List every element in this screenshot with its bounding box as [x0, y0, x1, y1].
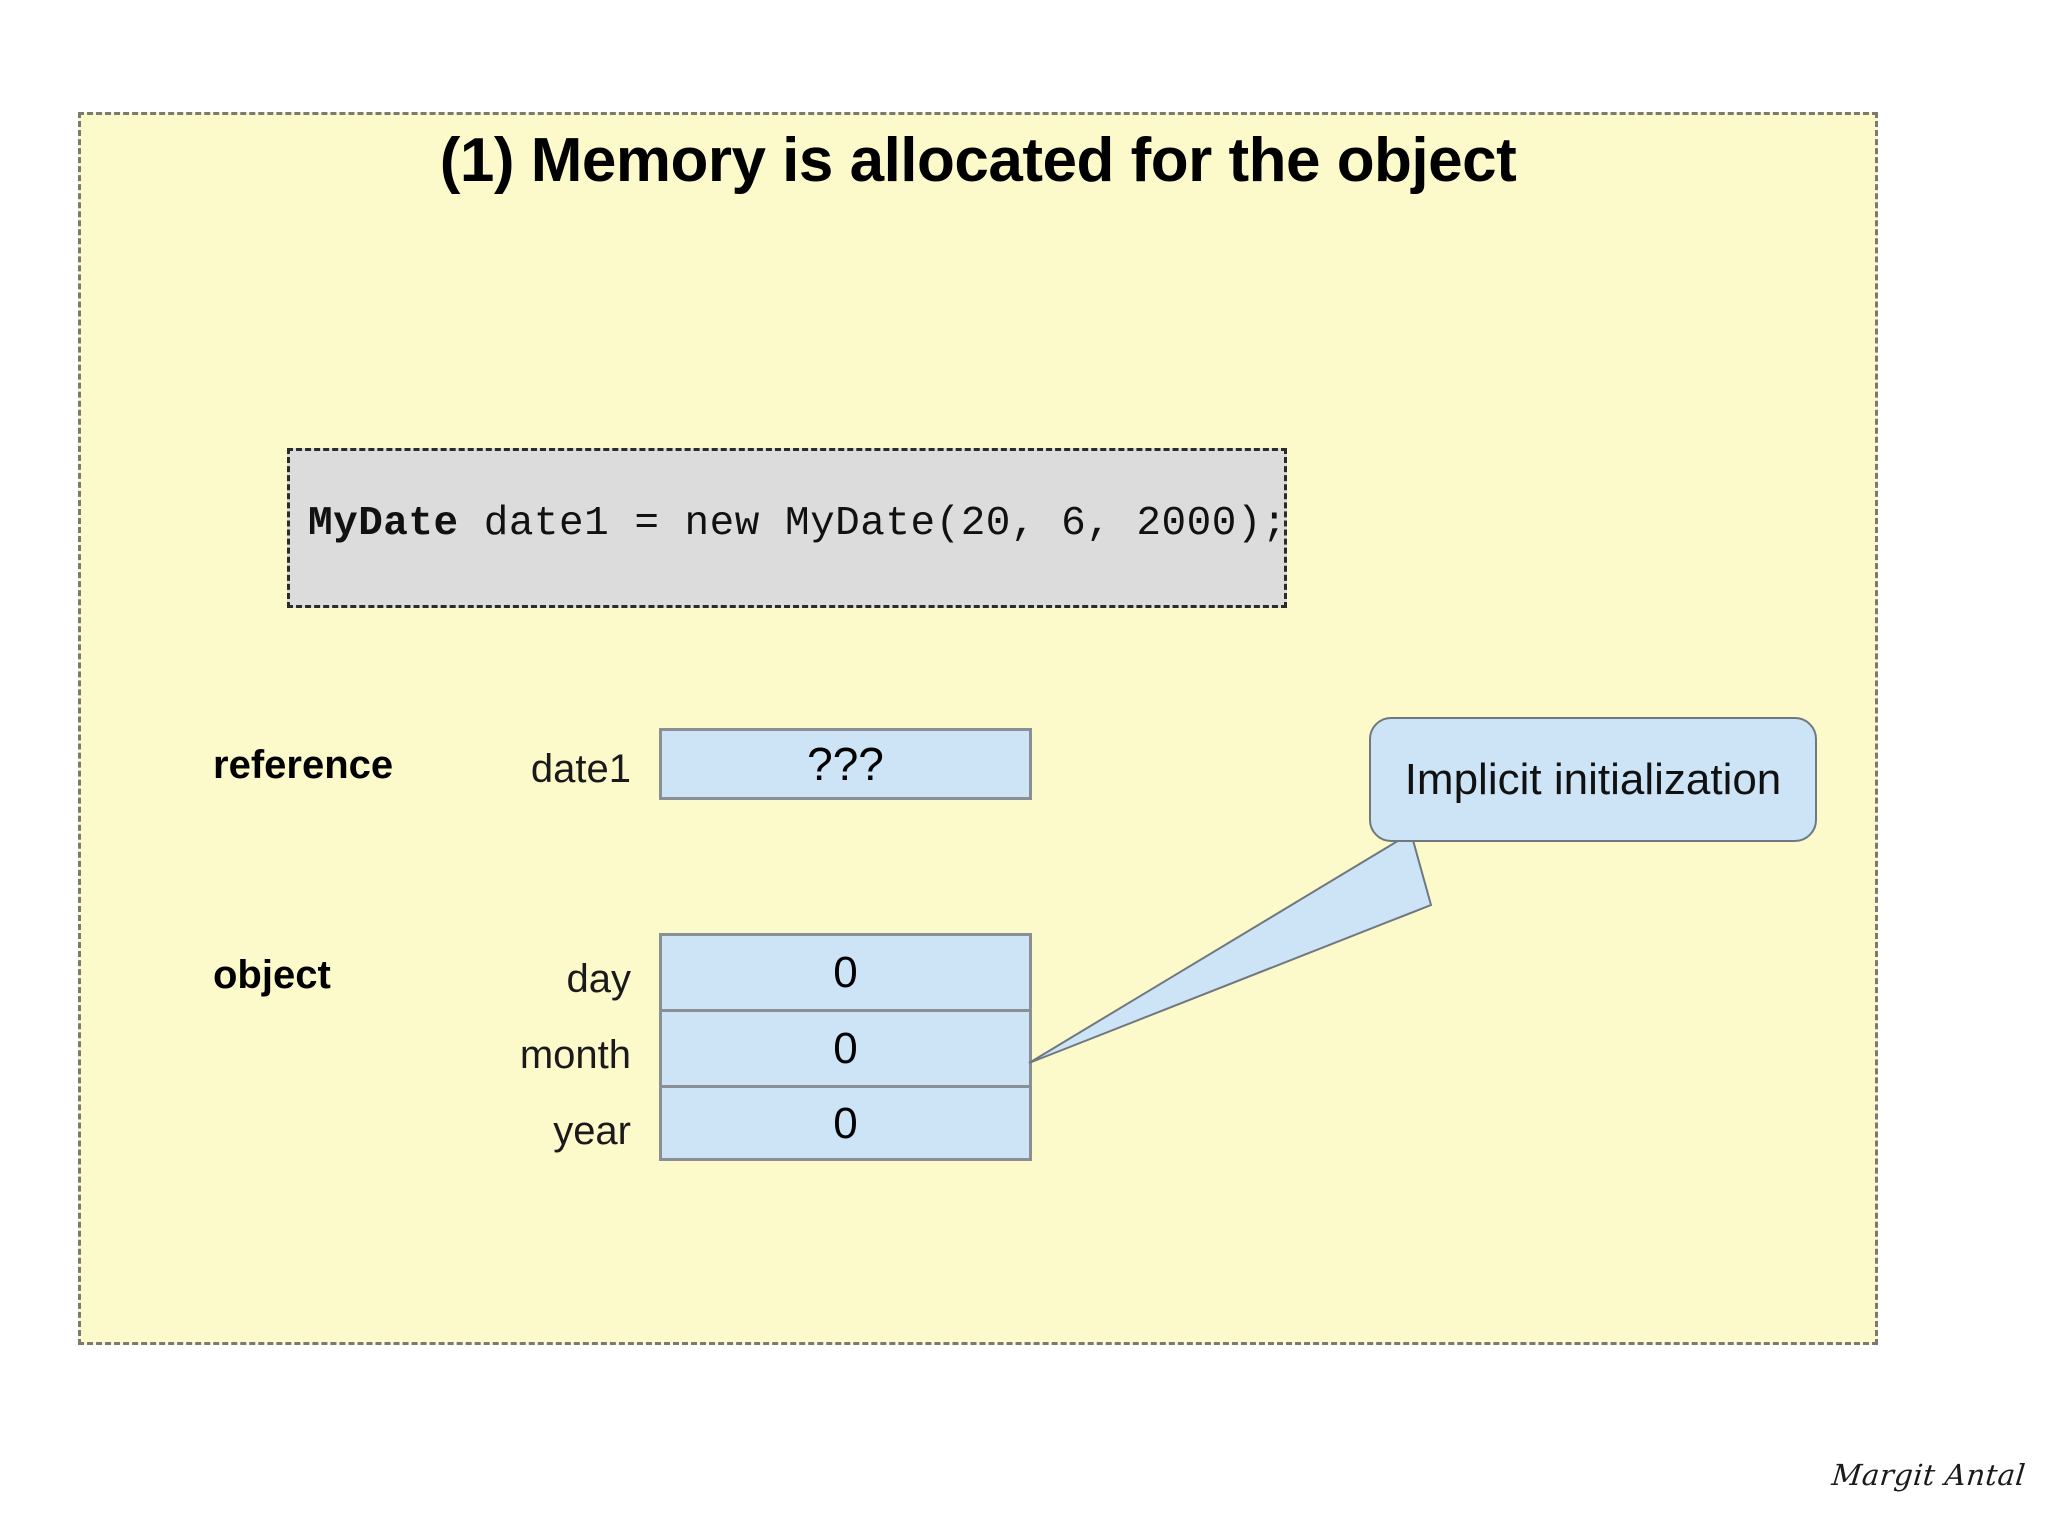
reference-value-box: ???	[659, 728, 1032, 800]
code-snippet-box: MyDate date1 = new MyDate(20, 6, 2000);	[287, 448, 1287, 608]
code-line: MyDate date1 = new MyDate(20, 6, 2000);	[308, 501, 1287, 547]
object-fields-box: 0 0 0	[659, 933, 1032, 1161]
object-field-name-year: year	[553, 1109, 631, 1153]
code-keyword: MyDate	[308, 501, 459, 547]
code-remainder: date1 = new MyDate(20, 6, 2000);	[458, 501, 1288, 547]
reference-variable-name: date1	[530, 747, 631, 791]
object-field-row-month: 0	[662, 1012, 1029, 1088]
object-field-name-day: day	[566, 957, 632, 1001]
page-title: (1) Memory is allocated for the object	[439, 126, 1517, 195]
object-field-row-year: 0	[662, 1088, 1029, 1160]
callout-bubble: Implicit initialization	[1369, 717, 1817, 842]
author-signature: Margit Antal	[1830, 1458, 2028, 1492]
object-field-row-day: 0	[662, 936, 1029, 1012]
reference-section-label: reference	[213, 743, 394, 787]
object-field-value-year: 0	[833, 1099, 858, 1148]
object-field-value-month: 0	[833, 1023, 858, 1073]
reference-value: ???	[807, 738, 884, 790]
callout-tail	[1028, 831, 1433, 1064]
slide-canvas: (1) Memory is allocated for the object M…	[78, 112, 1878, 1345]
callout-text: Implicit initialization	[1404, 754, 1782, 804]
object-field-name-month: month	[519, 1033, 631, 1077]
object-field-value-day: 0	[833, 947, 858, 997]
object-section-label: object	[213, 953, 331, 997]
